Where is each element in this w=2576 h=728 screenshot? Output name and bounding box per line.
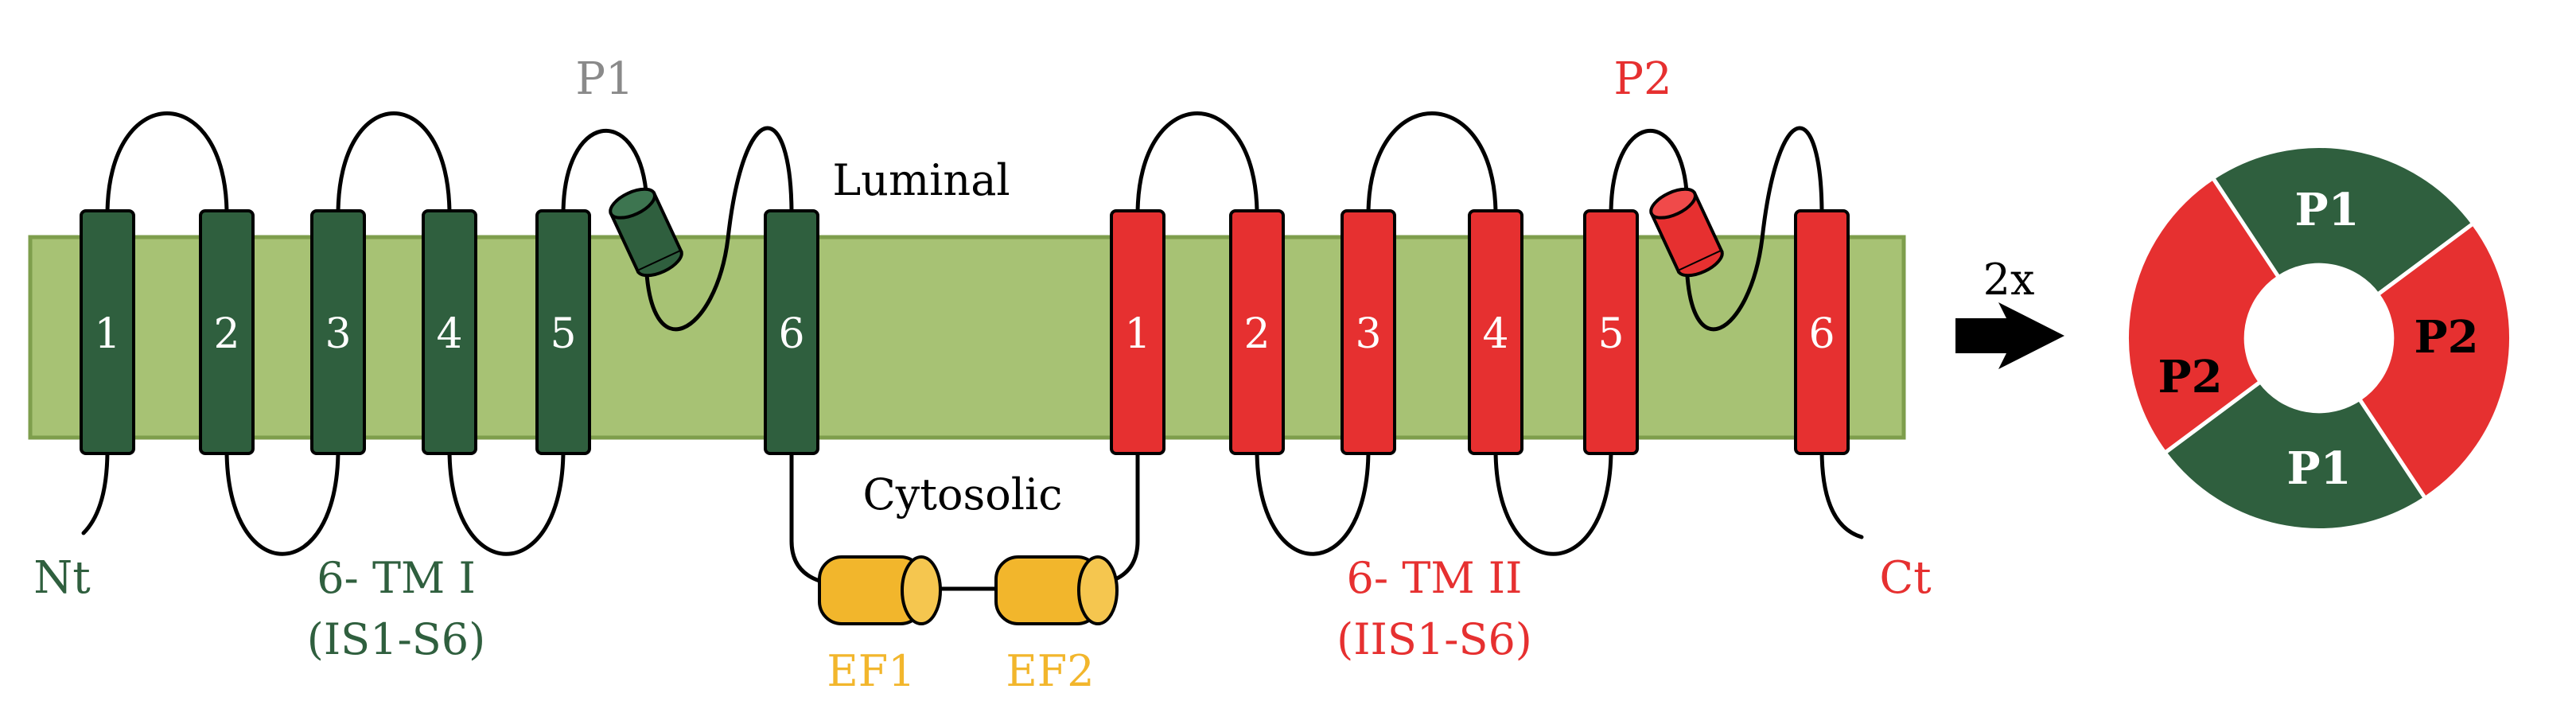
tm2-subtitle: (IIS1-S6) bbox=[1337, 614, 1532, 664]
tm-segment bbox=[1341, 209, 1396, 455]
tm-segment bbox=[1583, 209, 1639, 455]
ef1-label: EF1 bbox=[827, 646, 915, 696]
ring-label-p2-left: P2 bbox=[2158, 351, 2222, 403]
ring-segment-p1-top bbox=[2210, 144, 2477, 298]
domain-2-numbers: 1 2 3 4 5 6 bbox=[1124, 310, 1835, 358]
tm1-subtitle: (IS1-S6) bbox=[307, 614, 485, 664]
domain-1-numbers: 1 2 3 4 5 6 bbox=[94, 310, 804, 358]
linker-from-ef2 bbox=[1113, 447, 1140, 582]
loop-i-3-4-luminal bbox=[336, 111, 452, 217]
tm2-title: 6- TM II bbox=[1347, 553, 1523, 603]
p2-label: P2 bbox=[1613, 53, 1671, 105]
dimer-ring: P1 P2 P1 P2 bbox=[2125, 144, 2513, 532]
nt-label: Nt bbox=[33, 552, 91, 604]
segment-number: 3 bbox=[1355, 310, 1381, 358]
ring-label-p1-top: P1 bbox=[2294, 184, 2359, 236]
ct-label: Ct bbox=[1879, 552, 1932, 604]
pore-helix-p2 bbox=[1649, 187, 1724, 278]
segment-number: 6 bbox=[778, 310, 804, 358]
tm-segment bbox=[199, 209, 255, 455]
ring-segment-p2-left bbox=[2125, 175, 2282, 456]
segment-number: 2 bbox=[1243, 310, 1270, 358]
segment-number: 5 bbox=[550, 310, 576, 358]
nt-tail bbox=[81, 447, 110, 535]
tm-segment bbox=[422, 209, 477, 455]
ct-tail bbox=[1819, 447, 1864, 539]
loop-ii-3-4-luminal bbox=[1366, 111, 1498, 217]
linker-to-ef1 bbox=[789, 447, 822, 583]
tm-segment bbox=[1229, 209, 1285, 455]
tm-segment bbox=[1468, 209, 1523, 455]
segment-number: 1 bbox=[94, 310, 120, 358]
cytosolic-label: Cytosolic bbox=[862, 469, 1062, 520]
ef-hand-1 bbox=[818, 555, 942, 625]
tm1-title: 6- TM I bbox=[317, 553, 476, 603]
tm-segment bbox=[535, 209, 591, 455]
p1-label: P1 bbox=[575, 53, 633, 105]
domain-1-segments bbox=[80, 209, 819, 455]
connecting-loops bbox=[81, 111, 1864, 591]
ring-label-p1-bottom: P1 bbox=[2286, 442, 2351, 495]
tm-segment bbox=[1794, 209, 1850, 455]
ef2-label: EF2 bbox=[1006, 646, 1094, 696]
loop-i-2-3-cytosolic bbox=[224, 447, 340, 556]
loop-ii-pore-6 bbox=[1684, 126, 1824, 332]
ring-label-p2-right: P2 bbox=[2414, 311, 2478, 364]
ef-hand-2 bbox=[994, 555, 1119, 625]
loop-i-1-2-luminal bbox=[105, 111, 229, 217]
tm-segment bbox=[80, 209, 135, 455]
loop-i-5-pore bbox=[561, 128, 648, 217]
ring-segment-p1-bottom bbox=[2162, 379, 2428, 532]
segment-number: 5 bbox=[1597, 310, 1624, 358]
segment-number: 2 bbox=[213, 310, 239, 358]
loop-ii-1-2-luminal bbox=[1135, 111, 1259, 217]
domain-2-segments bbox=[1110, 209, 1850, 455]
multiplier-label: 2x bbox=[1983, 255, 2035, 305]
tm-segment bbox=[764, 209, 819, 455]
pore-helix-p1 bbox=[609, 187, 683, 278]
segment-number: 1 bbox=[1124, 310, 1150, 358]
luminal-label: Luminal bbox=[832, 155, 1010, 205]
loop-i-pore-6 bbox=[644, 126, 794, 332]
tm-segment bbox=[1110, 209, 1165, 455]
ring-segment-p2-right bbox=[2356, 220, 2513, 501]
loop-ii-2-3-cytosolic bbox=[1255, 447, 1371, 556]
loop-ii-4-5-cytosolic bbox=[1493, 447, 1613, 556]
tm-segment bbox=[310, 209, 366, 455]
right-arrow-icon bbox=[1955, 302, 2064, 369]
segment-number: 4 bbox=[1482, 310, 1508, 358]
loop-i-4-5-cytosolic bbox=[447, 447, 566, 556]
segment-number: 3 bbox=[325, 310, 351, 358]
segment-number: 4 bbox=[436, 310, 462, 358]
segment-number: 6 bbox=[1808, 310, 1835, 358]
loop-ii-5-pore bbox=[1609, 128, 1689, 217]
